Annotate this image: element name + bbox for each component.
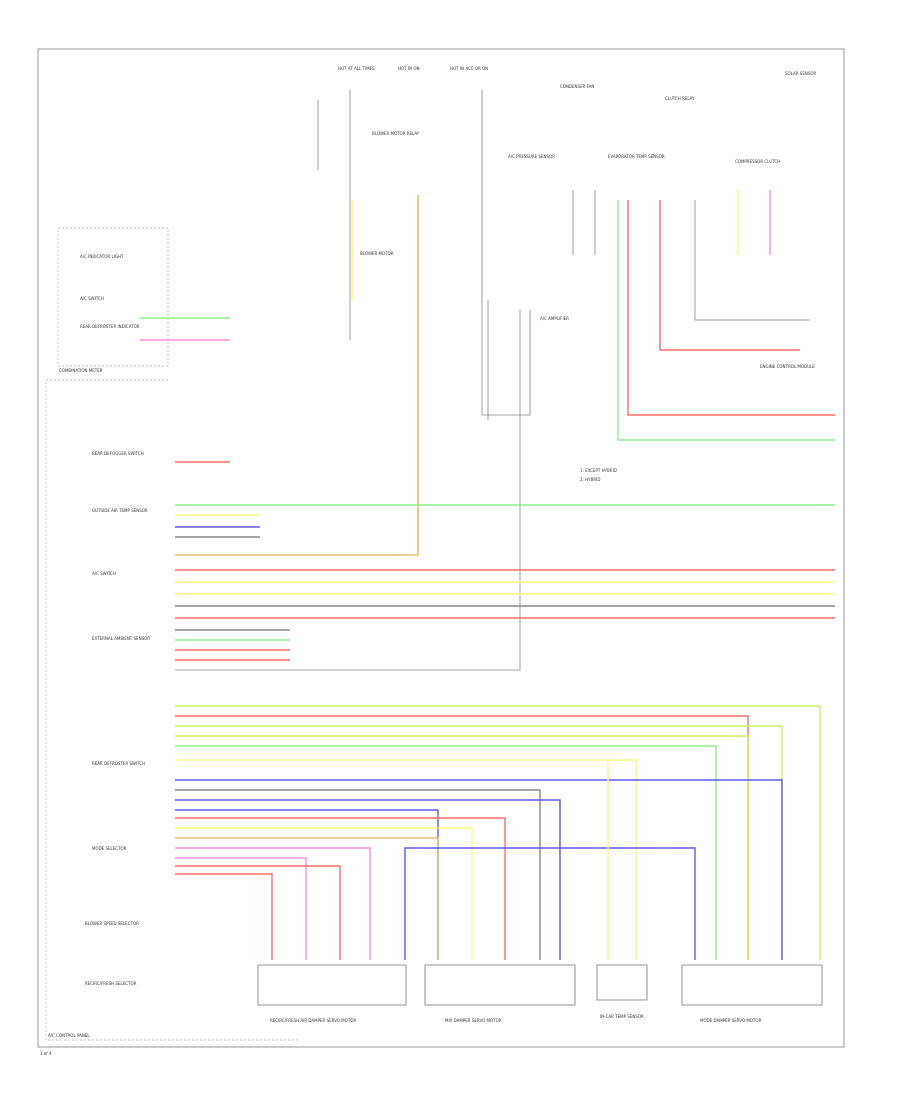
harness-drop-5 [175, 759, 637, 960]
harness-drop-6 [175, 779, 783, 960]
legend-2: 2: HYBRID [580, 477, 600, 482]
left-comp-3: A/C SWITCH [92, 571, 116, 576]
control-panel-label: A/C CONTROL PANEL [48, 1033, 90, 1038]
left-comp-1: REAR DEFOGGER SWITCH [92, 451, 144, 456]
bottom-box-1 [257, 964, 407, 1006]
harness-drop-11 [175, 827, 473, 960]
legend-1: 1: EXCEPT HYBRID [580, 468, 617, 473]
gray-short [694, 200, 810, 321]
top-comp-7: COMPRESSOR CLUTCH [735, 159, 780, 164]
page-label: 1 of 4 [40, 1051, 52, 1056]
blue-loop [404, 847, 696, 960]
harness-drop-7 [175, 789, 541, 960]
right-label-2: A/C AMPLIFIER [540, 316, 569, 321]
left-comp-5: REAR DEFROSTER SWITCH [92, 761, 145, 766]
top-comp-6: CLUTCH RELAY [665, 96, 695, 101]
bottom-comp-3: IN-CAR TEMP SENSOR [600, 1014, 644, 1019]
top-comp-3: CONDENSER FAN [560, 84, 594, 89]
fuse-label-1: HOT AT ALL TIMES [338, 66, 375, 71]
control-panel-frame [45, 379, 300, 1041]
left-comp-7: BLOWER SPEED SELECTOR [85, 921, 139, 926]
top-comp-2: BLOWER MOTOR RELAY [372, 131, 420, 136]
outer-frame [37, 48, 845, 1048]
fuse-label-2: HOT IN ON [398, 66, 419, 71]
top-comp-8: SOLAR SENSOR [785, 71, 817, 76]
left-box-item-1: A/C INDICATOR LIGHT [80, 254, 124, 259]
fuse-label-3: HOT IN ACC OR ON [450, 66, 488, 71]
feed-gray-long [175, 310, 521, 671]
right-label-1: ENGINE CONTROL MODULE [760, 364, 815, 369]
harness-drop-12 [175, 837, 439, 960]
harness-drop-4 [175, 745, 717, 960]
left-comp-6: MODE SELECTOR [92, 846, 127, 851]
left-box-item-3: REAR DEFROSTER INDICATOR [80, 324, 140, 329]
harness-drop-14 [175, 857, 307, 960]
harness-drop-15 [175, 865, 341, 960]
harness-drop-2 [175, 725, 783, 960]
feed-orange [175, 195, 419, 556]
harness-drop-3 [175, 735, 749, 960]
harness-drop-10 [175, 817, 506, 960]
bottom-box-2 [424, 964, 576, 1006]
feed-acc [481, 90, 531, 416]
left-comp-8: RECIRC/FRESH SELECTOR [85, 981, 137, 986]
bottom-comp-1: RECIRC/FRESH AIR DAMPER SERVO MOTOR [270, 1018, 356, 1023]
bottom-comp-4: MODE DAMPER SERVO MOTOR [700, 1018, 762, 1023]
harness-drop-13 [175, 847, 371, 960]
top-comp-1: BLOWER MOTOR [360, 251, 394, 256]
red-short [659, 200, 800, 351]
left-comp-2: OUTSIDE AIR TEMP SENSOR [92, 508, 148, 513]
bottom-box-3 [596, 964, 648, 1001]
combination-meter-label: COMBINATION METER [59, 368, 103, 373]
green-long [617, 200, 835, 441]
combination-meter-box [57, 227, 169, 367]
top-comp-5: EVAPORATOR TEMP SENSOR [608, 154, 665, 159]
top-comp-4: A/C PRESSURE SENSOR [508, 154, 555, 159]
left-comp-4: EXTERNAL AMBIENT SENSOR [92, 636, 150, 641]
harness-drop-16 [175, 873, 273, 960]
bottom-comp-2: MIX DAMPER SERVO MOTOR [445, 1018, 502, 1023]
wires-layer [140, 90, 835, 960]
red-long [627, 200, 835, 416]
harness-drop-0 [175, 705, 821, 960]
harness-drop-8 [175, 799, 561, 960]
left-box-item-2: A/C SWITCH [80, 296, 104, 301]
bottom-box-4 [681, 964, 823, 1006]
